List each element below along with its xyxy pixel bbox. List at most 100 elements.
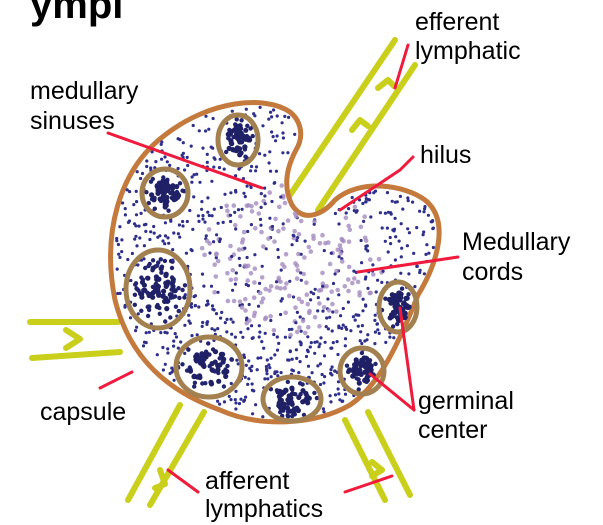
cell-dot [241,336,244,339]
cell-dot [180,288,184,292]
cell-dot [295,348,298,351]
cell-dot [149,230,152,233]
germinal-cell [166,183,171,188]
germinal-cell [208,380,213,385]
cell-dot [186,220,189,223]
germinal-cell [156,185,161,190]
cell-dot [252,295,257,300]
cell-dot [144,230,147,233]
cell-dot [148,331,151,334]
cell-dot [267,118,270,121]
cell-dot [269,284,274,289]
cell-dot [244,321,249,326]
cell-dot [423,272,426,275]
cell-dot [234,283,237,286]
cell-dot [170,266,174,270]
cell-dot [141,172,144,175]
cell-dot [156,236,159,239]
cell-dot [363,236,368,241]
germinal-cell [354,357,359,362]
cell-dot [268,150,271,153]
germinal-cell [390,292,395,297]
cell-dot [210,180,213,183]
cell-dot [394,258,397,261]
cell-dot [225,271,230,276]
cell-dot [336,248,341,253]
cell-dot [263,194,266,197]
cell-dot [211,214,214,217]
cell-dot [231,268,236,273]
cell-dot [357,325,360,328]
cell-dot [131,252,134,255]
cell-dot [329,289,334,294]
germinal-cell [191,374,196,379]
cell-dot [360,261,363,264]
cell-dot [376,279,379,282]
cell-dot [266,358,269,361]
cell-dot [321,285,324,288]
leader-afferent-1 [168,470,198,492]
cell-dot [126,258,129,261]
germinal-cell [197,355,202,360]
cell-dot [259,356,262,359]
cell-dot [135,326,138,329]
cell-dot [356,314,359,317]
cell-dot [246,327,249,330]
cell-dot [239,118,243,122]
cell-dot [250,365,253,368]
cell-dot [317,296,320,299]
cell-dot [163,259,167,263]
cell-dot [149,166,152,169]
cell-dot [279,183,284,188]
cell-dot [307,245,312,250]
cell-dot [278,279,283,284]
cell-dot [190,334,193,337]
cell-dot [276,134,279,137]
leader-afferent-2 [345,476,392,492]
cell-dot [316,309,319,312]
cell-dot [322,305,327,310]
cell-dot [390,213,393,216]
cell-dot [222,221,225,224]
cell-dot [327,308,332,313]
germinal-cell [215,363,220,368]
cell-dot [283,115,286,118]
cell-dot [145,331,148,334]
cell-dot [144,190,148,194]
cell-dot [376,322,379,325]
cell-dot [183,283,187,287]
cell-dot [408,231,411,234]
cell-dot [316,364,319,367]
cell-dot [382,270,385,273]
cell-dot [339,314,342,317]
cell-dot [120,238,123,241]
cell-dot [230,255,233,258]
cell-dot [245,108,248,111]
cell-dot [133,293,137,297]
germinal-cell [296,395,301,400]
cell-dot [224,204,229,209]
cell-dot [293,133,296,136]
cell-dot [342,324,345,327]
cell-dot [234,227,237,230]
cell-dot [166,209,170,213]
cell-dot [331,310,334,313]
cell-dot [373,319,376,322]
cell-dot [326,240,331,245]
cell-dot [299,360,302,363]
cell-dot [269,170,272,173]
cell-dot [212,166,215,169]
cell-dot [384,341,387,344]
cell-dot [226,299,231,304]
cell-dot [190,306,193,309]
cell-dot [223,193,226,196]
cell-dot [177,309,181,313]
cell-dot [159,331,162,334]
cell-dot [245,124,249,128]
germinal-cell [285,397,290,402]
cell-dot [117,253,120,256]
cell-dot [280,269,283,272]
cell-dot [347,301,350,304]
cell-dot [177,137,180,140]
cell-dot [160,158,163,161]
